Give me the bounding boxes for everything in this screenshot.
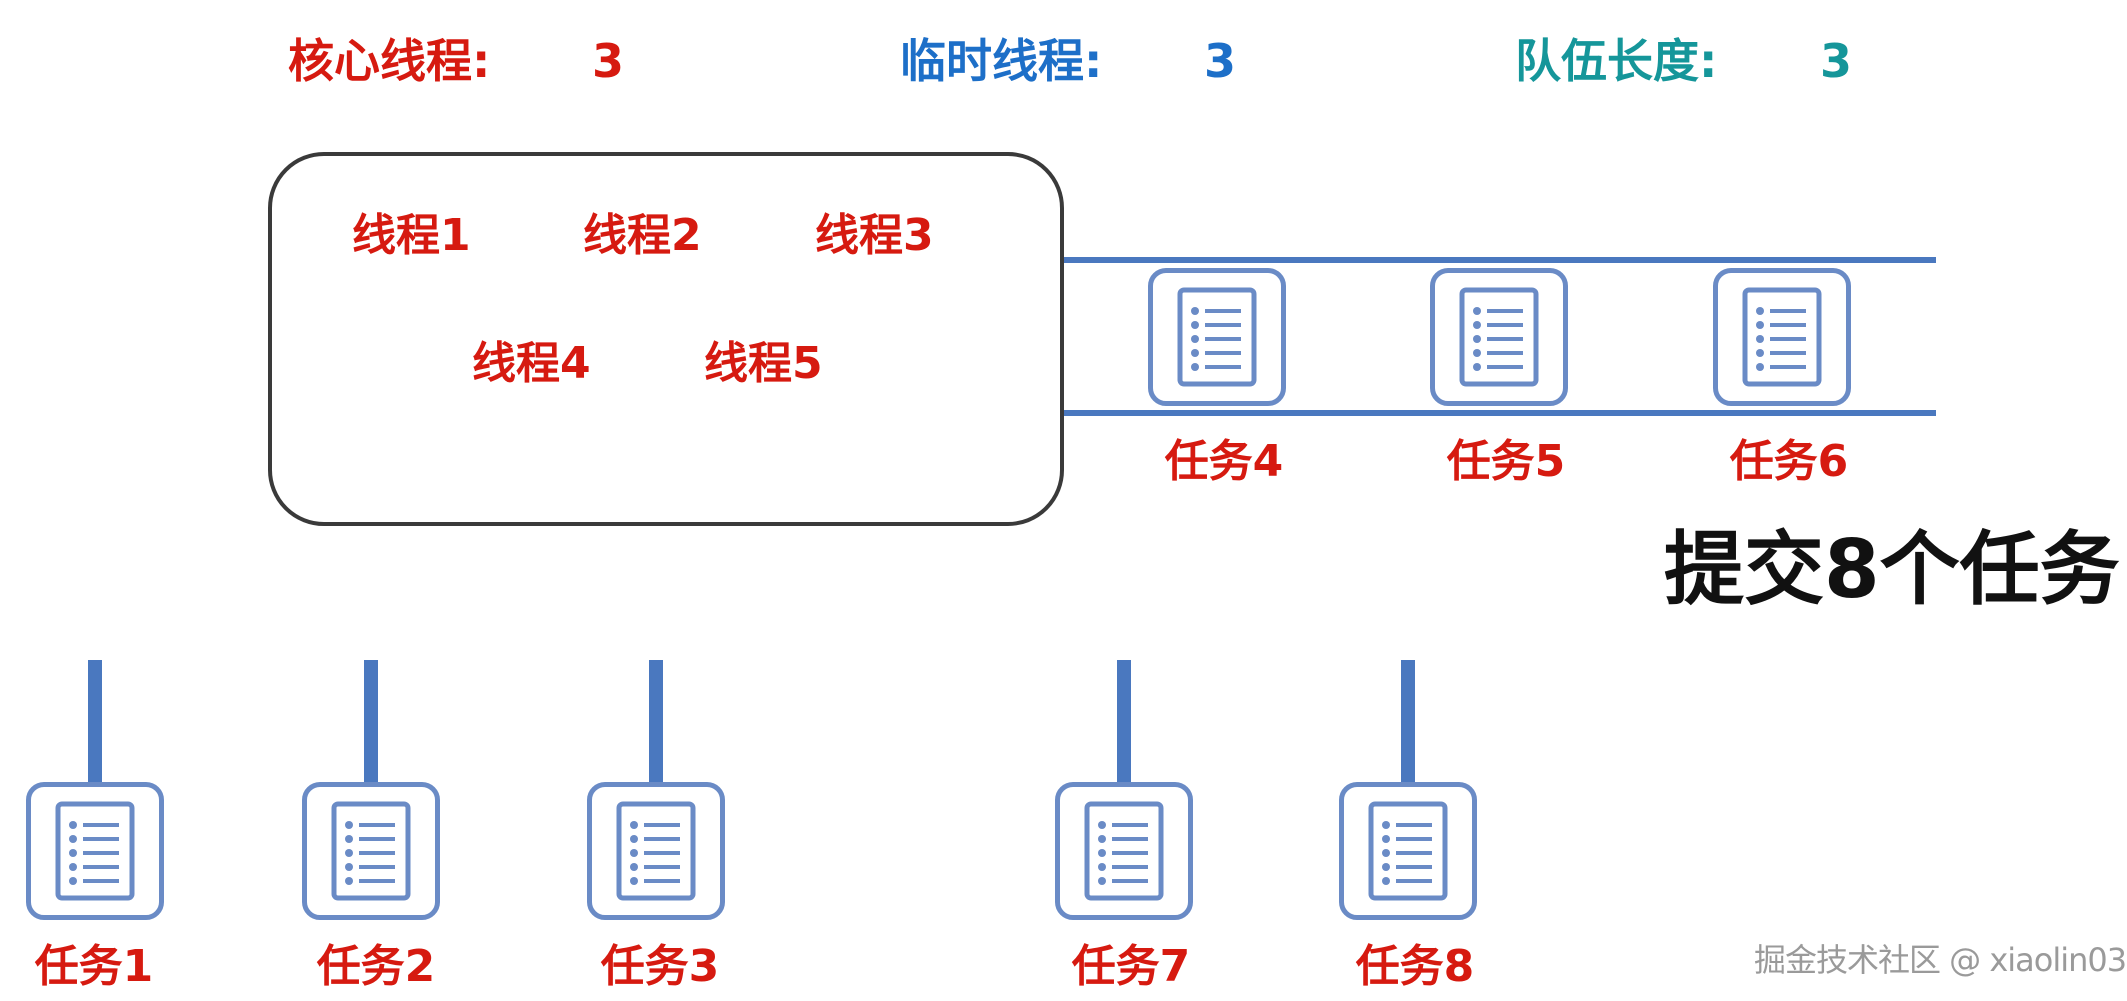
- task-label: 任务2: [316, 941, 436, 992]
- thread-label: 线程1: [352, 210, 471, 261]
- thread-label: 线程2: [583, 210, 702, 261]
- task-label: 任务8: [1355, 941, 1475, 992]
- task-label: 任务1: [34, 941, 154, 992]
- task-stem: [88, 660, 102, 782]
- queue-length-label: 队伍长度:: [1515, 34, 1718, 88]
- task-label: 任务5: [1446, 436, 1566, 487]
- task-stem: [649, 660, 663, 782]
- document-list-icon-svg: [616, 801, 696, 901]
- core-threads-value: 3: [592, 34, 625, 88]
- thread-label: 线程5: [704, 338, 823, 389]
- temp-threads-value: 3: [1204, 34, 1237, 88]
- document-list-icon-svg: [1368, 801, 1448, 901]
- queue-rail-bottom: [1064, 410, 1936, 416]
- document-list-icon-svg: [331, 801, 411, 901]
- task-label: 任务4: [1164, 436, 1284, 487]
- task-label: 任务3: [600, 941, 720, 992]
- document-list-icon: [587, 782, 725, 920]
- document-list-icon: [1430, 268, 1568, 406]
- queue-rail-top: [1064, 257, 1936, 263]
- document-list-icon: [1055, 782, 1193, 920]
- document-list-icon: [26, 782, 164, 920]
- document-list-icon-svg: [1177, 287, 1257, 387]
- document-list-icon: [1339, 782, 1477, 920]
- document-list-icon-svg: [1459, 287, 1539, 387]
- task-stem: [1401, 660, 1415, 782]
- document-list-icon: [1713, 268, 1851, 406]
- queue-length-value: 3: [1820, 34, 1853, 88]
- thread-label: 线程3: [815, 210, 934, 261]
- task-stem: [1117, 660, 1131, 782]
- temp-threads-label: 临时线程:: [900, 34, 1103, 88]
- document-list-icon: [1148, 268, 1286, 406]
- submit-text: 提交8个任务: [1664, 523, 2120, 616]
- thread-label: 线程4: [472, 338, 591, 389]
- document-list-icon-svg: [1084, 801, 1164, 901]
- thread-pool-box: [268, 152, 1064, 526]
- document-list-icon: [302, 782, 440, 920]
- document-list-icon-svg: [1742, 287, 1822, 387]
- task-label: 任务6: [1729, 436, 1849, 487]
- task-label: 任务7: [1071, 941, 1191, 992]
- core-threads-label: 核心线程:: [288, 34, 491, 88]
- watermark: 掘金技术社区 @ xiaolin0333: [1754, 941, 2127, 979]
- document-list-icon-svg: [55, 801, 135, 901]
- task-stem: [364, 660, 378, 782]
